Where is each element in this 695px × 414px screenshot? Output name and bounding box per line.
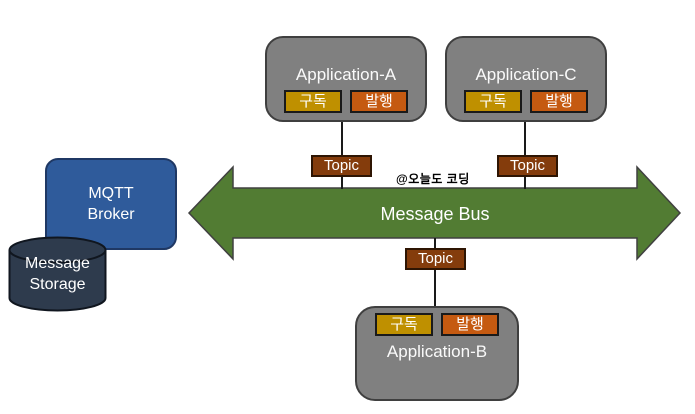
application-a-title: Application-A	[295, 65, 397, 84]
message-storage-cylinder	[8, 236, 107, 312]
application-c-box: Application-C 구독 발행	[445, 36, 607, 122]
application-a-box: Application-A 구독 발행	[265, 36, 427, 122]
application-c-chips: 구독 발행	[447, 90, 605, 113]
storage-label-line2: Storage	[29, 276, 86, 293]
message-storage-label: Message Storage	[8, 253, 107, 295]
application-a-chips: 구독 발행	[267, 90, 425, 113]
application-b-box: 구독 발행 Application-B	[355, 306, 519, 401]
topic-box-a: Topic	[311, 155, 372, 177]
application-b-title: Application-B	[386, 342, 488, 361]
subscribe-chip: 구독	[284, 90, 342, 113]
subscribe-chip: 구독	[375, 313, 433, 336]
broker-label-line2: Broker	[87, 206, 135, 223]
publish-chip: 발행	[350, 90, 408, 113]
subscribe-chip: 구독	[464, 90, 522, 113]
application-b-chips: 구독 발행	[357, 313, 517, 336]
publish-chip: 발행	[441, 313, 499, 336]
watermark-text: @오늘도 코딩	[396, 172, 470, 186]
publish-chip: 발행	[530, 90, 588, 113]
storage-label-line1: Message	[25, 255, 90, 272]
mqtt-broker-box: MQTT Broker	[45, 158, 177, 250]
message-bus-label: Message Bus	[380, 204, 490, 224]
topic-box-b: Topic	[405, 248, 466, 270]
topic-box-c: Topic	[497, 155, 558, 177]
application-c-title: Application-C	[475, 65, 577, 84]
message-bus-arrow	[187, 165, 682, 261]
broker-label-line1: MQTT	[88, 185, 134, 202]
